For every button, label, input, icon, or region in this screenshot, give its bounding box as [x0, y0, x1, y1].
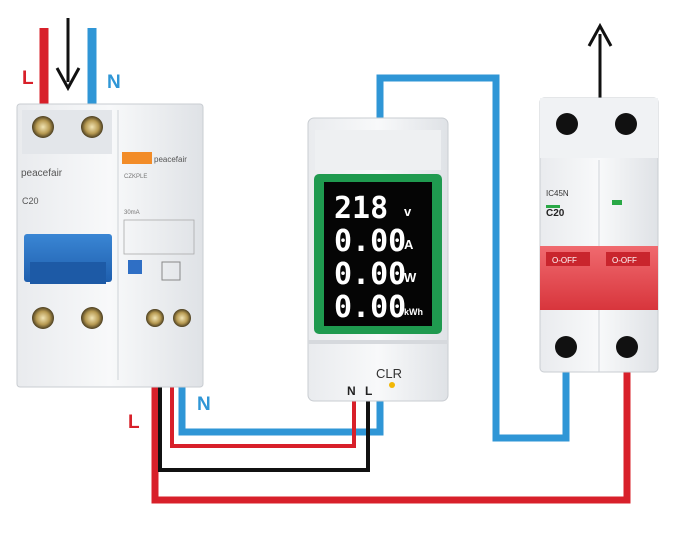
breaker-rating: C20 [546, 208, 565, 219]
meter-reading-value: 0.00 [334, 290, 406, 325]
top-neutral-label: N [107, 72, 121, 93]
rcbo-brand-left: peacefair [21, 168, 63, 179]
rcbo-model-left: C20 [22, 196, 39, 206]
down-arrow-icon [55, 18, 81, 92]
meter-reading-unit: v [404, 204, 412, 219]
breaker-top-terminal-left [556, 113, 578, 135]
meter-clr-label: CLR [376, 366, 402, 381]
bottom-neutral-label: N [197, 394, 211, 415]
meter-reading-value: 0.00 [334, 224, 406, 259]
meter-reading-unit: W [404, 270, 417, 285]
rcbo-top-terminal-right [81, 116, 103, 138]
breaker-toggle-right-label: O-OFF [612, 256, 637, 265]
rcbo-bottom-terminal-2 [81, 307, 103, 329]
meter-screen [324, 182, 432, 326]
bottom-live-label: L [128, 412, 140, 433]
meter-terminal-l: L [365, 384, 372, 398]
meter-reading-value: 218 [334, 191, 388, 226]
neutral-meter-to-breaker [376, 74, 570, 442]
mini-breaker: IC45N C20 O-OFF O-OFF [539, 97, 659, 373]
rcbo-rating: 30mA [124, 210, 140, 216]
rcbo-bottom-terminal-4 [173, 309, 191, 327]
meter-terminal-n: N [347, 384, 356, 398]
meter-clr-button[interactable] [389, 382, 395, 388]
breaker-bottom-terminal-right [616, 336, 638, 358]
rcbo-bottom-terminal-3 [146, 309, 164, 327]
energy-meter [307, 117, 449, 402]
top-live-label: L [22, 68, 34, 89]
live-rcbo-to-breaker [151, 318, 631, 504]
meter-black-wire [158, 318, 370, 472]
rcbo-model-right: CZKPLE [124, 174, 147, 180]
rcbo-top-terminal-left [32, 116, 54, 138]
meter-reading-unit: kWh [404, 307, 423, 317]
meter-reading-unit: A [404, 237, 414, 252]
breaker-toggle-left-label: O-OFF [552, 256, 577, 265]
rcbo-brand-right: peacefair [154, 155, 187, 164]
breaker-model: IC45N [546, 189, 569, 198]
meter-reading-value: 0.00 [334, 257, 406, 292]
breaker-bottom-terminal-left [555, 336, 577, 358]
breaker-top-terminal-right [615, 113, 637, 135]
rcbo-bottom-terminal-1 [32, 307, 54, 329]
up-arrow-icon [587, 22, 613, 98]
rcbo-device: peacefair C20 peacefair CZKPLE 30mA [16, 103, 204, 388]
